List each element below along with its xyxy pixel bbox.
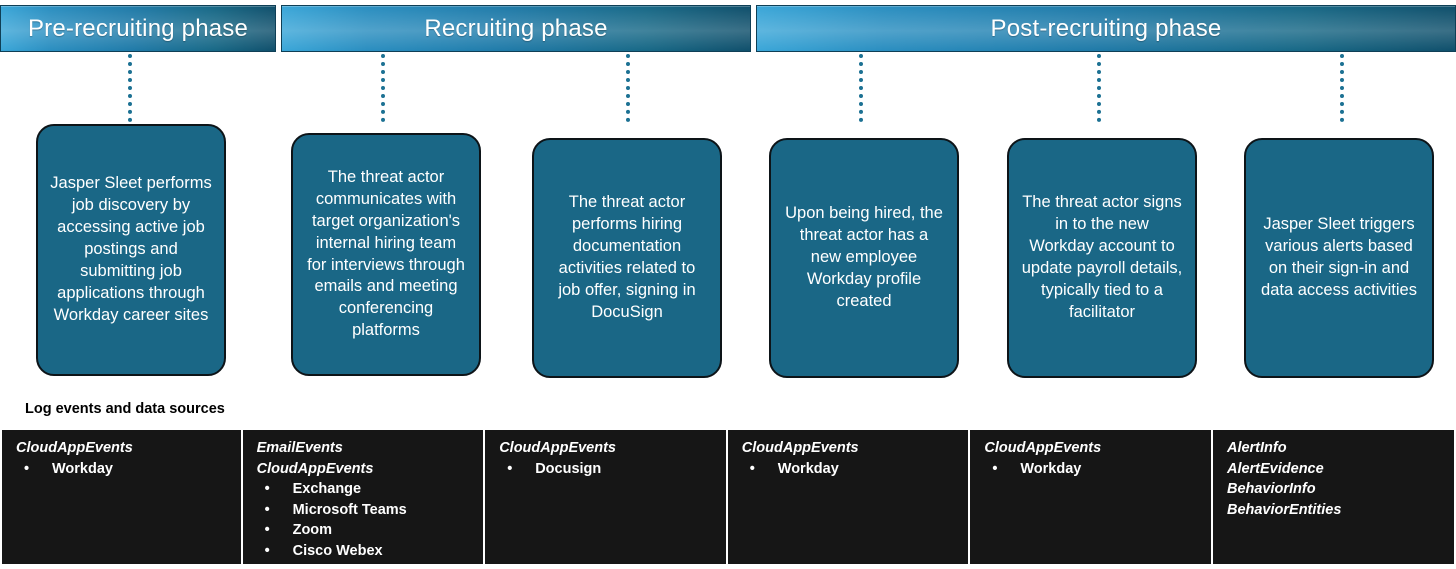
step-box-text: Upon being hired, the threat actor has a…: [785, 204, 943, 310]
step-box-text: The threat actor signs in to the new Wor…: [1021, 193, 1183, 321]
step-box-communication[interactable]: The threat actor communicates with targe…: [291, 133, 481, 376]
step-box-alerts-triggered[interactable]: Jasper Sleet triggers various alerts bas…: [1244, 138, 1434, 378]
source-cell-4: CloudAppEvents Workday: [727, 428, 971, 566]
step-box-text: The threat actor communicates with targe…: [307, 167, 465, 340]
phase-header-pre-recruiting[interactable]: Pre-recruiting phase: [0, 5, 276, 52]
source-table-name: BehaviorEntities: [1226, 501, 1342, 518]
source-table-name: AlertInfo: [1226, 440, 1287, 456]
source-cell-3: CloudAppEvents Docusign: [485, 428, 728, 566]
phase-label: Post-recruiting phase: [990, 14, 1222, 42]
connector-dotted-line-3: [626, 54, 634, 122]
source-list-item: Zoom: [257, 520, 474, 541]
source-item-list: Docusign: [499, 459, 716, 480]
step-box-text: The threat actor performs hiring documen…: [558, 193, 696, 321]
source-list-item: Microsoft Teams: [257, 500, 474, 521]
step-box-payroll-update[interactable]: The threat actor signs in to the new Wor…: [1007, 138, 1197, 378]
log-sources-table: CloudAppEvents Workday EmailEvents Cloud…: [0, 428, 1456, 566]
source-table-name: AlertEvidence: [1226, 460, 1324, 477]
source-list-item: Cisco Webex: [257, 541, 474, 562]
log-events-caption: Log events and data sources: [25, 401, 225, 417]
source-item-list: Exchange Microsoft Teams Zoom Cisco Webe…: [257, 479, 474, 561]
source-table-name: CloudAppEvents: [741, 440, 859, 456]
source-list-item: Workday: [16, 459, 231, 480]
phase-header-post-recruiting[interactable]: Post-recruiting phase: [756, 5, 1456, 52]
source-cell-5: CloudAppEvents Workday: [970, 428, 1213, 566]
phase-label: Recruiting phase: [424, 14, 608, 42]
source-cell-2: EmailEvents CloudAppEvents Exchange Micr…: [242, 428, 486, 566]
phase-header-recruiting[interactable]: Recruiting phase: [281, 5, 751, 52]
step-box-text: Jasper Sleet triggers various alerts bas…: [1261, 215, 1417, 299]
connector-dotted-line-1: [128, 54, 136, 122]
source-item-list: Workday: [984, 459, 1201, 480]
source-list-item: Workday: [742, 459, 959, 480]
source-list-item: Docusign: [499, 459, 716, 480]
source-table-name: CloudAppEvents: [256, 460, 374, 477]
source-list-item: Workday: [984, 459, 1201, 480]
step-box-text: Jasper Sleet performs job discovery by a…: [50, 174, 212, 324]
connector-dotted-line-4: [859, 54, 867, 122]
source-table-name: CloudAppEvents: [16, 440, 133, 456]
step-box-workday-profile-created[interactable]: Upon being hired, the threat actor has a…: [769, 138, 959, 378]
step-box-job-discovery[interactable]: Jasper Sleet performs job discovery by a…: [36, 124, 226, 376]
connector-dotted-line-6: [1340, 54, 1348, 122]
phase-label: Pre-recruiting phase: [27, 14, 249, 42]
source-table-name: CloudAppEvents: [984, 440, 1102, 456]
source-table-name: EmailEvents: [256, 440, 343, 456]
connector-dotted-line-2: [381, 54, 389, 122]
phase-header-band: Pre-recruiting phase Recruiting phase Po…: [0, 5, 1456, 52]
source-table-name: CloudAppEvents: [499, 440, 616, 456]
source-list-item: Exchange: [257, 479, 474, 500]
connector-dotted-line-5: [1097, 54, 1105, 122]
source-item-list: Workday: [742, 459, 959, 480]
source-cell-6: AlertInfo AlertEvidence BehaviorInfo Beh…: [1212, 428, 1456, 566]
step-box-hiring-documentation[interactable]: The threat actor performs hiring documen…: [532, 138, 722, 378]
source-cell-1: CloudAppEvents Workday: [0, 428, 243, 566]
source-table-name: BehaviorInfo: [1226, 481, 1316, 498]
source-item-list: Workday: [16, 459, 231, 480]
